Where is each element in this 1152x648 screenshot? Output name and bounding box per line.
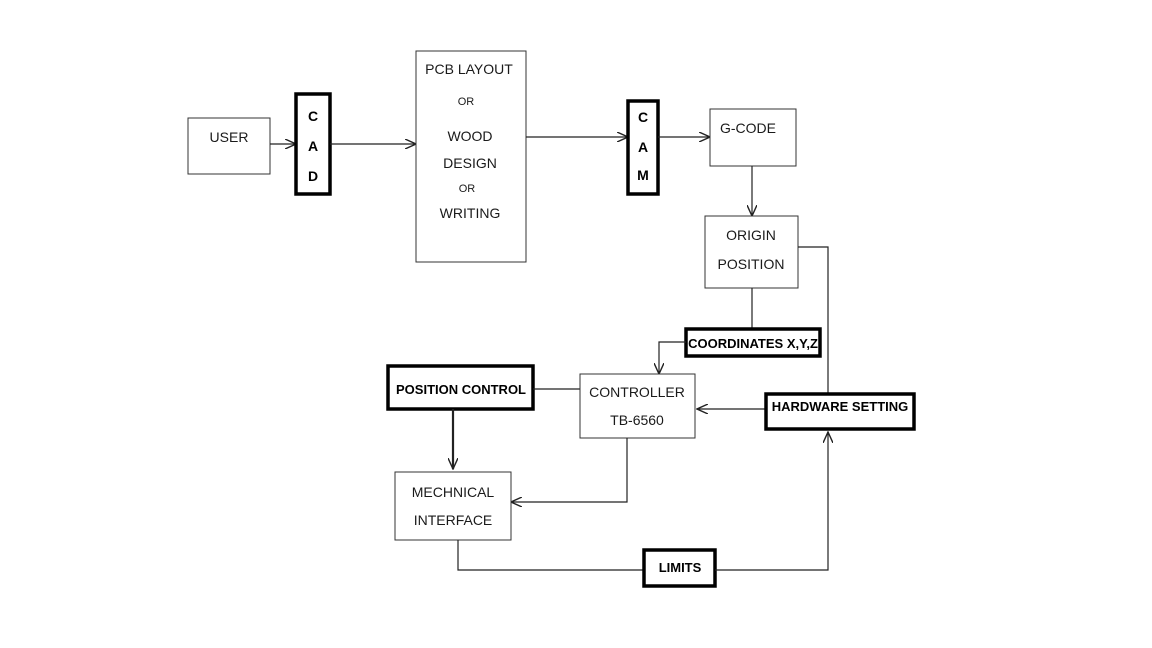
design-line-1: PCB LAYOUT <box>425 61 513 77</box>
origin-line-1: ORIGIN <box>726 227 776 243</box>
connector-mechanical-limits <box>457 540 644 571</box>
mechanical-node: MECHNICAL INTERFACE <box>394 471 512 541</box>
controller-node: CONTROLLER TB-6560 <box>579 373 696 439</box>
cam-letter-1: C <box>638 109 648 125</box>
coordinates-node: COORDINATES X,Y,Z <box>684 327 822 358</box>
coordinates-label: COORDINATES X,Y,Z <box>688 336 818 351</box>
mechanical-line-2: INTERFACE <box>414 512 493 528</box>
user-node: USER <box>187 117 271 175</box>
limits-node: LIMITS <box>642 548 717 588</box>
gcode-label: G-CODE <box>720 120 776 136</box>
connector-coordinates-controller <box>659 341 686 374</box>
cam-letter-2: A <box>638 139 648 155</box>
cam-letter-3: M <box>637 167 649 183</box>
position-control-label: POSITION CONTROL <box>396 382 526 397</box>
controller-line-2: TB-6560 <box>610 412 664 428</box>
design-line-4: DESIGN <box>443 155 497 171</box>
design-node: PCB LAYOUT OR WOOD DESIGN OR WRITING <box>415 50 527 263</box>
origin-line-2: POSITION <box>718 256 785 272</box>
origin-node: ORIGIN POSITION <box>704 215 799 289</box>
cad-letter-2: A <box>308 138 318 154</box>
connector-controller-mechanical <box>511 438 628 502</box>
design-line-2: OR <box>458 96 475 108</box>
controller-line-1: CONTROLLER <box>589 384 685 400</box>
mechanical-line-1: MECHNICAL <box>412 484 495 500</box>
hardware-setting-node: HARDWARE SETTING <box>764 392 916 431</box>
limits-label: LIMITS <box>659 560 702 575</box>
design-line-5: OR <box>459 183 476 195</box>
cam-node: C A M <box>626 99 660 196</box>
user-label: USER <box>210 129 249 145</box>
hardware-setting-label: HARDWARE SETTING <box>772 399 909 414</box>
design-line-6: WRITING <box>440 205 501 221</box>
cad-letter-3: D <box>308 168 318 184</box>
cad-letter-1: C <box>308 108 318 124</box>
connector-limits-hardware <box>715 432 828 571</box>
position-control-node: POSITION CONTROL <box>386 364 535 411</box>
design-line-3: WOOD <box>447 128 492 144</box>
gcode-node: G-CODE <box>709 108 797 167</box>
connector-origin-hardware <box>798 246 829 397</box>
cad-node: C A D <box>294 92 332 196</box>
